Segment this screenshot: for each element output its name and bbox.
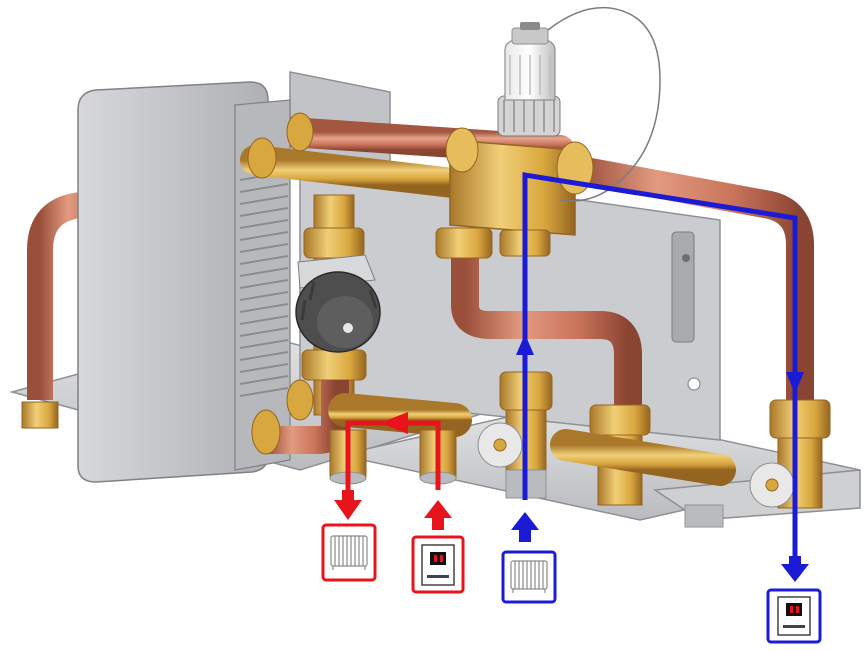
secondary-flow-arrowhead-down: [786, 372, 804, 394]
secondary-supply-arrow: [781, 556, 809, 582]
primary-flow-path: [334, 412, 452, 530]
primary-return-arrow: [424, 500, 452, 530]
tee-fitting-lower: [550, 404, 736, 528]
secondary-flow-path: [511, 172, 809, 582]
three-way-mixing-valve: [435, 95, 594, 259]
shutoff-valve-right: [749, 399, 831, 509]
pipe-upper-manifold: [240, 112, 485, 200]
plate-heat-exchanger: [77, 81, 291, 483]
primary-flow-arrowhead: [380, 412, 408, 434]
secondary-flow-arrowhead-up: [516, 334, 534, 355]
secondary-return-arrow: [511, 512, 539, 542]
primary-supply-arrow: [334, 490, 362, 520]
primary-manifold: [328, 393, 472, 485]
exchanger-fins: [239, 171, 289, 397]
thermostatic-actuator: [504, 6, 661, 202]
boiler-icon: [766, 588, 822, 644]
boiler-icon: [411, 535, 465, 594]
radiator-icon: [501, 550, 557, 604]
radiator-icon: [321, 523, 377, 582]
balancing-valve: [295, 254, 381, 353]
